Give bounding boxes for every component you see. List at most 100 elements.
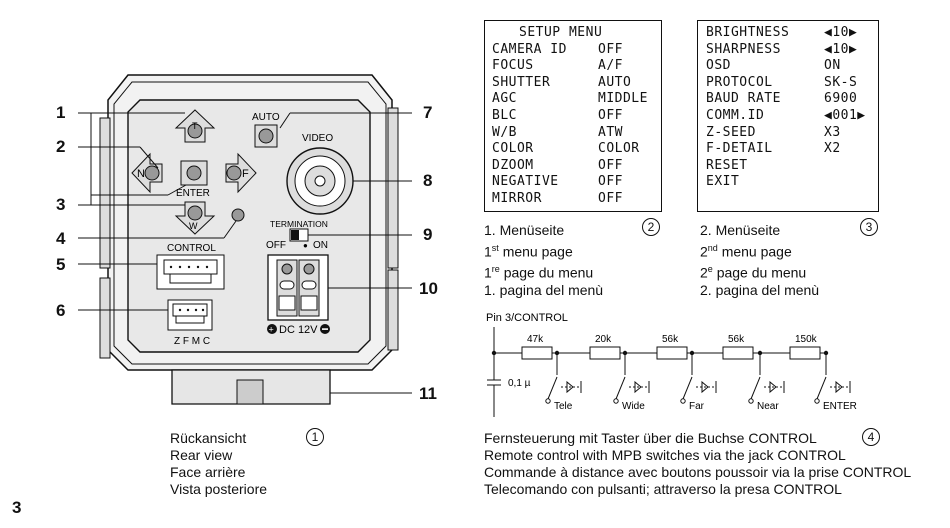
- callout-4: 4: [56, 229, 66, 248]
- switch-contact: [615, 376, 626, 400]
- callout-7: 7: [423, 103, 433, 122]
- switch-label: Tele: [554, 401, 573, 412]
- pushbutton-icon: [769, 380, 777, 394]
- control-label: CONTROL: [167, 243, 216, 254]
- camera-rear-view: T N F ENTER W AUTO VIDEO TERMINATION OFF…: [78, 74, 412, 405]
- resistor: [589, 346, 621, 360]
- resistor: [722, 346, 754, 360]
- zfmc-label: Z F M C: [174, 336, 210, 347]
- menu1-caption: 1. Menüseite 1st menu page 1re page du m…: [484, 222, 604, 298]
- f-label: F: [242, 168, 249, 180]
- callout-2: 2: [56, 137, 66, 156]
- resistor: [789, 346, 821, 360]
- menu-item-label: Z-SEED: [706, 124, 756, 140]
- w-label: W: [189, 221, 198, 231]
- resistor-label: 150k: [795, 334, 818, 345]
- menu-item-label: BRIGHTNESS: [706, 25, 790, 40]
- menu-item-label: DZOOM: [492, 157, 534, 173]
- switch-label: ENTER: [823, 401, 857, 412]
- menu-item-value: SK-S: [824, 74, 858, 90]
- pushbutton-icon: [634, 380, 642, 394]
- capacitor-label: 0,1 µ: [508, 378, 531, 389]
- menu-row: AGC MIDDLE: [492, 91, 661, 108]
- menu-item-value: ◀10▶: [824, 41, 858, 57]
- pushbutton-icon: [566, 380, 574, 394]
- menu-item-label: OSD: [706, 58, 731, 74]
- auto-label: AUTO: [252, 112, 280, 123]
- resistor-label: 56k: [662, 334, 679, 345]
- menu-item-value: ◀10▶: [824, 25, 858, 40]
- menu-item-value: ATW: [598, 124, 623, 140]
- menu-row: CAMERA ID OFF: [492, 42, 661, 59]
- menu-item-value: OFF: [598, 157, 623, 173]
- svg-text:+: +: [269, 325, 274, 335]
- menu-row: EXIT: [706, 174, 878, 191]
- menu-row: DZOOM OFF: [492, 158, 661, 175]
- video-label: VIDEO: [302, 133, 333, 144]
- menu-item-label: MIRROR: [492, 190, 542, 206]
- menu-item-label: AGC: [492, 91, 517, 107]
- bnc-connector-icon: [286, 147, 354, 215]
- callout-3: 3: [56, 195, 66, 214]
- menu-row: W/B ATW: [492, 125, 661, 142]
- menu-title: SETUP MENU: [519, 25, 603, 40]
- zoom-tele-button[interactable]: [187, 123, 203, 139]
- menu-item-value: X3: [824, 124, 841, 140]
- switch-label: Wide: [622, 401, 645, 412]
- enter-button[interactable]: [186, 165, 202, 181]
- menu-item-label: CAMERA ID: [492, 41, 567, 57]
- menu-item-label: SHUTTER: [492, 74, 551, 90]
- resistor: [656, 346, 688, 360]
- menu-item-value: X2: [824, 141, 841, 157]
- menu-item-value: AUTO: [598, 74, 632, 90]
- menu-item-label: BLC: [492, 107, 517, 123]
- menu-item-value: ON: [824, 58, 841, 74]
- callout-9: 9: [423, 225, 433, 244]
- menu-item-value: OFF: [598, 107, 623, 123]
- resistor: [521, 346, 553, 360]
- figure-number-1: 1: [306, 428, 324, 446]
- switch-contact: [682, 376, 693, 400]
- enter-label: ENTER: [176, 188, 210, 199]
- switch-label: Far: [689, 401, 705, 412]
- menu-item-label: F-DETAIL: [706, 141, 773, 157]
- figure-number-4: 4: [862, 428, 880, 446]
- focus-near-button[interactable]: [144, 165, 160, 181]
- focus-far-button[interactable]: [226, 165, 242, 181]
- pushbutton-icon: [701, 380, 709, 394]
- menu-item-value: COLOR: [598, 141, 640, 157]
- menu-row: COLOR COLOR: [492, 141, 661, 158]
- plus-icon: [267, 324, 277, 334]
- switch-label: Near: [757, 401, 779, 412]
- menu-item-value: OFF: [598, 41, 623, 57]
- menu-row: Z-SEED X3: [706, 125, 878, 142]
- termination-label: TERMINATION: [270, 219, 328, 229]
- menu-item-label: COLOR: [492, 141, 534, 157]
- menu-item-label: W/B: [492, 124, 517, 140]
- menu-row: COMM.ID◀001▶: [706, 108, 878, 125]
- menu-item-label: COMM.ID: [706, 107, 765, 123]
- menu-row: RESET: [706, 158, 878, 175]
- switch-contact: [547, 376, 558, 400]
- auto-button[interactable]: [258, 128, 274, 144]
- on-label: ON: [313, 240, 328, 251]
- callout-8: 8: [423, 171, 433, 190]
- switch-contact: [816, 376, 827, 400]
- n-label: N: [137, 168, 145, 180]
- callout-1: 1: [56, 103, 66, 122]
- off-label: OFF: [266, 240, 286, 251]
- menu-row: SHUTTER AUTO: [492, 75, 661, 92]
- circuit-caption: Fernsteuerung mit Taster über die Buchse…: [484, 430, 912, 497]
- menu-row: F-DETAIL X2: [706, 141, 878, 158]
- callout-6: 6: [56, 301, 66, 320]
- zoom-wide-button[interactable]: [187, 205, 203, 221]
- figure-number-2: 2: [642, 218, 660, 236]
- rear-view-caption: Rückansicht Rear view Face arrière Vista…: [170, 430, 268, 497]
- resistor-label: 20k: [595, 334, 612, 345]
- menu-item-value: MIDDLE: [598, 91, 648, 107]
- dc-label: DC 12V: [279, 324, 318, 336]
